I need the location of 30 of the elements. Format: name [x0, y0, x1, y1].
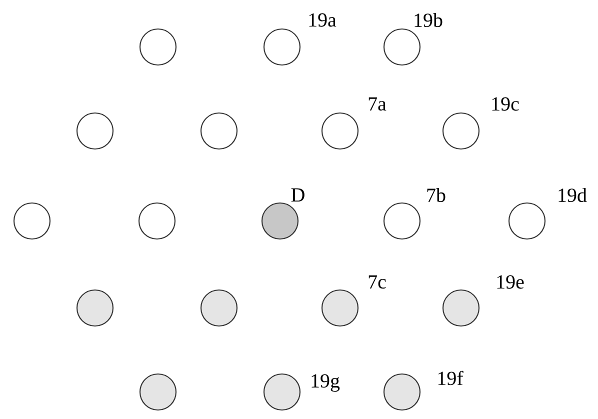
circle [138, 202, 176, 240]
circle-label: 19f [438, 370, 464, 386]
circle [200, 112, 238, 150]
circle-label: D [291, 188, 304, 202]
circle [383, 373, 421, 411]
circle [139, 373, 177, 411]
circle-label: 19g [312, 374, 340, 392]
circle [76, 112, 114, 150]
circle-label: 19d [558, 188, 587, 202]
circle [76, 289, 114, 327]
circle [139, 28, 177, 66]
circle [508, 202, 546, 240]
circle [261, 202, 299, 240]
circle-label: 7c [368, 275, 386, 289]
circle [442, 112, 480, 150]
circle-label: 7a [368, 97, 386, 111]
circle [442, 289, 480, 327]
circle-label: 19b [414, 12, 442, 28]
circle-label: 19e [497, 275, 524, 289]
circle-label: 7b [427, 188, 446, 202]
circle [321, 112, 359, 150]
circle-label: 19a [309, 13, 336, 27]
circle [383, 28, 421, 66]
circle-label: 19c [492, 97, 519, 111]
circle [383, 202, 421, 240]
circle [200, 289, 238, 327]
circle [13, 202, 51, 240]
circle [263, 373, 301, 411]
circle [321, 289, 359, 327]
circle [263, 28, 301, 66]
